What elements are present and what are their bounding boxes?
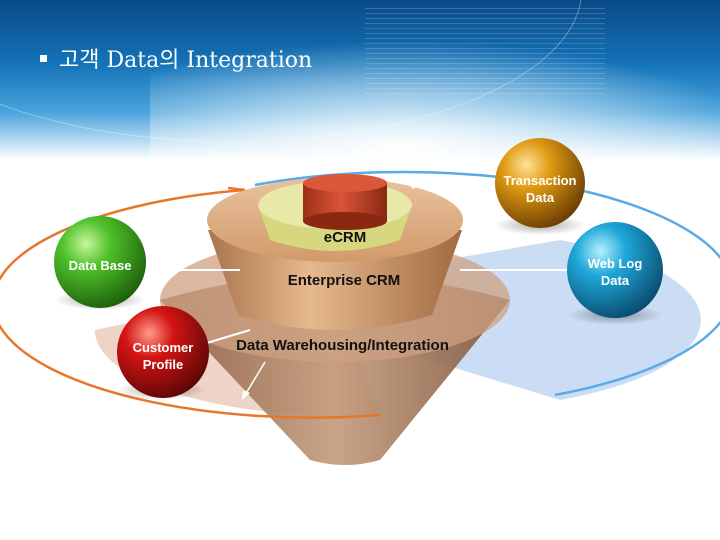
arrow-head-bottom [242, 390, 250, 400]
label-enterprise-crm: Enterprise CRM [287, 272, 401, 289]
orange-ring-arc-top [227, 186, 246, 192]
banner-glow [150, 40, 720, 160]
label-database: Data Base [68, 258, 132, 273]
connector-transaction [469, 204, 501, 219]
sphere-customer-profile [117, 306, 209, 398]
sphere-database [54, 216, 146, 308]
label-weblog-line1: Web Log [587, 256, 643, 271]
core-cylinder-bottom [303, 212, 387, 230]
label-transaction-line2: Data [525, 190, 555, 205]
connector-customer [199, 329, 251, 346]
label-data-warehousing: Data Warehousing/Integration [236, 337, 449, 354]
page-title: 고객 Data의 Integration [40, 42, 312, 74]
label-customer-profile: Customer Profile [113, 339, 213, 373]
sphere-transaction-data [495, 138, 585, 228]
core-cylinder-top [303, 174, 387, 192]
label-customer-line2: Profile [142, 357, 184, 372]
label-ecrm: eCRM [323, 229, 367, 246]
header-banner [0, 0, 720, 160]
orange-ring-arc [0, 188, 381, 419]
label-weblog-data: Web Log Data [565, 255, 665, 289]
bullet-icon [40, 54, 47, 62]
arrow-head-top [410, 180, 418, 189]
sphere-weblog-data [567, 222, 663, 318]
label-weblog-line2: Data [600, 273, 630, 288]
label-transaction-line1: Transaction [503, 173, 577, 188]
arrow-to-ring-bottom [244, 361, 266, 396]
label-transaction-data: Transaction Data [490, 172, 590, 206]
page-title-text: 고객 Data의 Integration [59, 48, 313, 73]
label-customer-line1: Customer [132, 340, 194, 355]
blue-ring-arc [254, 170, 720, 397]
